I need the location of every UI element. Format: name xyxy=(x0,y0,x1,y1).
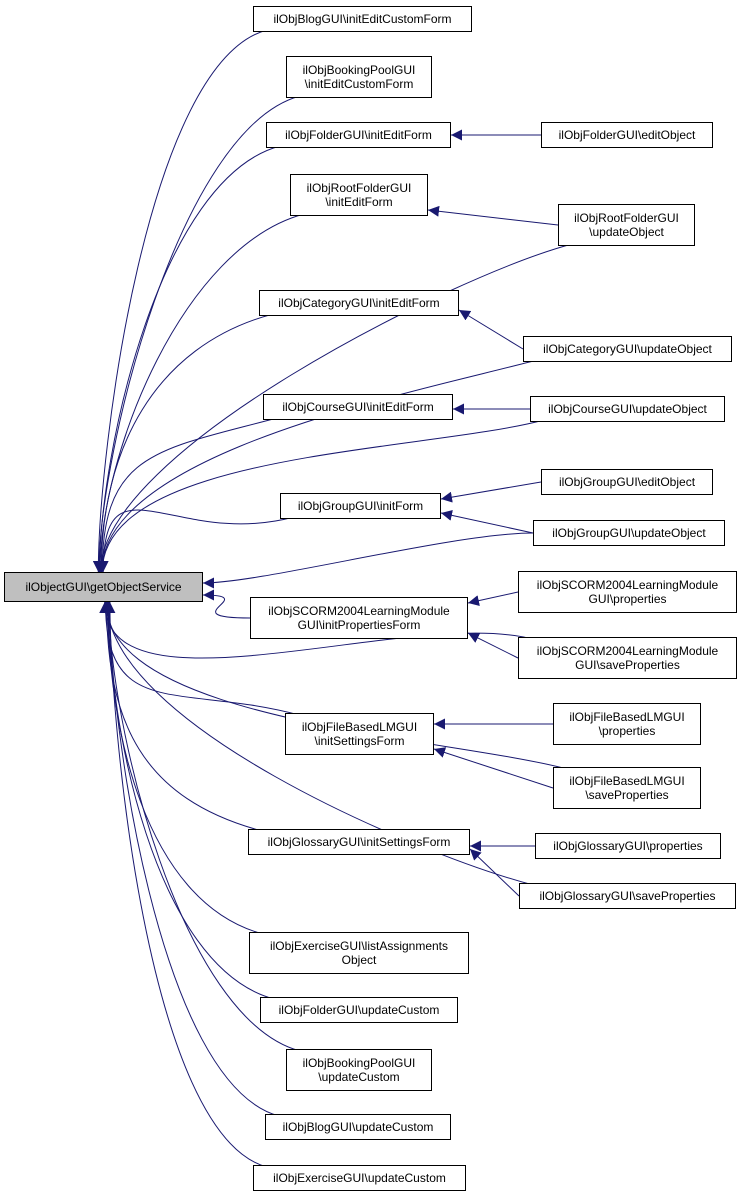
node-label-line: ilObjRootFolderGUI xyxy=(574,211,679,225)
node-label-line: ilObjExerciseGUI\updateCustom xyxy=(273,1171,446,1185)
edge-scorm-sp-to-scorm-ipf xyxy=(467,632,519,659)
edge-grp-uo-to-root xyxy=(202,532,534,589)
node-label-line: ilObjGroupGUI\initForm xyxy=(297,499,424,513)
edge-scorm-sp-to-root xyxy=(99,601,533,659)
node-label-line: ilObjectGUI\getObjectService xyxy=(25,580,182,594)
node-fblm-p[interactable]: ilObjFileBasedLMGUI\properties xyxy=(553,703,701,745)
edge-fblm-sp-to-fblm-isf xyxy=(433,747,554,789)
node-label-line: ilObjFolderGUI\editObject xyxy=(558,128,696,142)
edge-folder-uc-to-root xyxy=(102,601,275,1000)
node-folder-eo[interactable]: ilObjFolderGUI\editObject xyxy=(541,122,713,148)
node-label-line: ilObjGlossaryGUI\properties xyxy=(553,839,703,853)
edge-blog-iecf-to-root xyxy=(92,29,268,573)
node-bp-uc[interactable]: ilObjBookingPoolGUI\updateCustom xyxy=(286,1049,432,1091)
edge-crs-ief-to-root xyxy=(96,417,278,573)
node-label-line: GUI\initPropertiesForm xyxy=(297,618,421,632)
edge-crs-uo-to-root xyxy=(96,419,545,573)
root-node[interactable]: ilObjectGUI\getObjectService xyxy=(4,572,203,602)
node-exc-uc[interactable]: ilObjExerciseGUI\updateCustom xyxy=(253,1165,466,1191)
node-cat-uo[interactable]: ilObjCategoryGUI\updateObject xyxy=(523,336,732,362)
node-rootf-uo[interactable]: ilObjRootFolderGUI\updateObject xyxy=(558,204,695,246)
node-bp-iecf[interactable]: ilObjBookingPoolGUI\initEditCustomForm xyxy=(286,56,432,98)
node-label-line: ilObjSCORM2004LearningModule xyxy=(536,578,719,592)
node-label-line: ilObjFileBasedLMGUI xyxy=(569,710,685,724)
node-fblm-sp[interactable]: ilObjFileBasedLMGUI\saveProperties xyxy=(553,767,701,809)
node-label-line: ilObjFileBasedLMGUI xyxy=(301,720,418,734)
node-fblm-isf[interactable]: ilObjFileBasedLMGUI\initSettingsForm xyxy=(285,713,434,755)
edge-grp-if-to-root xyxy=(97,509,295,573)
node-grp-uo[interactable]: ilObjGroupGUI\updateObject xyxy=(533,520,725,546)
node-crs-uo[interactable]: ilObjCourseGUI\updateObject xyxy=(530,396,725,422)
node-label-line: ilObjCourseGUI\updateObject xyxy=(548,402,707,416)
node-crs-ief[interactable]: ilObjCourseGUI\initEditForm xyxy=(263,394,453,420)
node-label-line: ilObjGlossaryGUI\initSettingsForm xyxy=(267,835,451,849)
node-label-line: ilObjBlogGUI\updateCustom xyxy=(282,1120,434,1134)
node-label-line: ilObjBookingPoolGUI xyxy=(302,63,416,77)
edge-rootf-uo-to-rootf-ief xyxy=(427,205,559,226)
edge-cat-uo-to-cat-ief xyxy=(458,309,524,350)
node-label-line: ilObjExerciseGUI\listAssignments xyxy=(269,939,449,953)
node-blog-iecf[interactable]: ilObjBlogGUI\initEditCustomForm xyxy=(253,6,472,32)
node-label-line: ilObjCourseGUI\initEditForm xyxy=(282,400,434,414)
node-glo-p[interactable]: ilObjGlossaryGUI\properties xyxy=(535,833,721,859)
node-label-line: \initSettingsForm xyxy=(314,734,405,748)
node-label-line: ilObjFolderGUI\initEditForm xyxy=(285,128,432,142)
edge-scorm-ipf-to-root xyxy=(202,589,251,619)
node-label-line: GUI\saveProperties xyxy=(575,658,680,672)
edge-glo-isf-to-root xyxy=(101,601,263,832)
edge-grp-eo-to-grp-if xyxy=(440,481,542,503)
node-label-line: ilObjGlossaryGUI\saveProperties xyxy=(539,889,716,903)
node-label-line: ilObjBlogGUI\initEditCustomForm xyxy=(273,12,452,26)
edge-glo-sp-to-root xyxy=(101,601,534,886)
node-label-line: \updateObject xyxy=(589,225,664,239)
node-label-line: ilObjCategoryGUI\updateObject xyxy=(543,342,712,356)
edge-blog-uc-to-root xyxy=(103,601,280,1117)
node-glo-isf[interactable]: ilObjGlossaryGUI\initSettingsForm xyxy=(248,829,470,855)
edge-bp-uc-to-root xyxy=(103,601,301,1052)
node-label-line: ilObjBookingPoolGUI xyxy=(302,1056,416,1070)
node-label-line: ilObjGroupGUI\updateObject xyxy=(552,526,706,540)
node-label-line: ilObjCategoryGUI\initEditForm xyxy=(278,296,440,310)
node-label-line: ilObjRootFolderGUI xyxy=(306,181,412,195)
edge-grp-uo-to-grp-if xyxy=(440,509,534,534)
node-glo-sp[interactable]: ilObjGlossaryGUI\saveProperties xyxy=(519,883,736,909)
node-label-line: \properties xyxy=(598,724,656,738)
node-rootf-ief[interactable]: ilObjRootFolderGUI\initEditForm xyxy=(290,174,428,216)
node-grp-if[interactable]: ilObjGroupGUI\initForm xyxy=(280,493,441,519)
node-label-line: Object xyxy=(341,953,377,967)
edge-folder-ief-to-root xyxy=(93,145,281,573)
node-label-line: \initEditCustomForm xyxy=(304,77,414,91)
node-cat-ief[interactable]: ilObjCategoryGUI\initEditForm xyxy=(259,290,459,316)
node-blog-uc[interactable]: ilObjBlogGUI\updateCustom xyxy=(265,1114,451,1140)
node-label-line: ilObjGroupGUI\editObject xyxy=(558,475,696,489)
node-label-line: ilObjFileBasedLMGUI xyxy=(569,774,685,788)
edge-rootf-uo-to-root xyxy=(94,243,573,573)
edge-exc-uc-to-root xyxy=(104,601,268,1168)
edge-exc-lao-to-root xyxy=(102,601,264,935)
edge-glo-sp-to-glo-isf xyxy=(469,848,520,897)
node-label-line: GUI\properties xyxy=(588,592,667,606)
node-label-line: ilObjSCORM2004LearningModule xyxy=(268,604,450,618)
edge-cat-ief-to-root xyxy=(95,313,274,573)
node-grp-eo[interactable]: ilObjGroupGUI\editObject xyxy=(541,469,713,495)
edge-cat-uo-to-root xyxy=(96,359,538,573)
node-label-line: \updateCustom xyxy=(318,1070,400,1084)
node-label-line: \initEditForm xyxy=(325,195,393,209)
node-label-line: ilObjFolderGUI\updateCustom xyxy=(278,1003,440,1017)
node-folder-uc[interactable]: ilObjFolderGUI\updateCustom xyxy=(260,997,458,1023)
node-label-line: \saveProperties xyxy=(585,788,669,802)
node-folder-ief[interactable]: ilObjFolderGUI\initEditForm xyxy=(266,122,451,148)
edge-bp-iecf-to-root xyxy=(93,95,301,573)
edge-scorm-p-to-scorm-ipf xyxy=(467,591,519,607)
node-label-line: ilObjSCORM2004LearningModule xyxy=(536,644,719,658)
